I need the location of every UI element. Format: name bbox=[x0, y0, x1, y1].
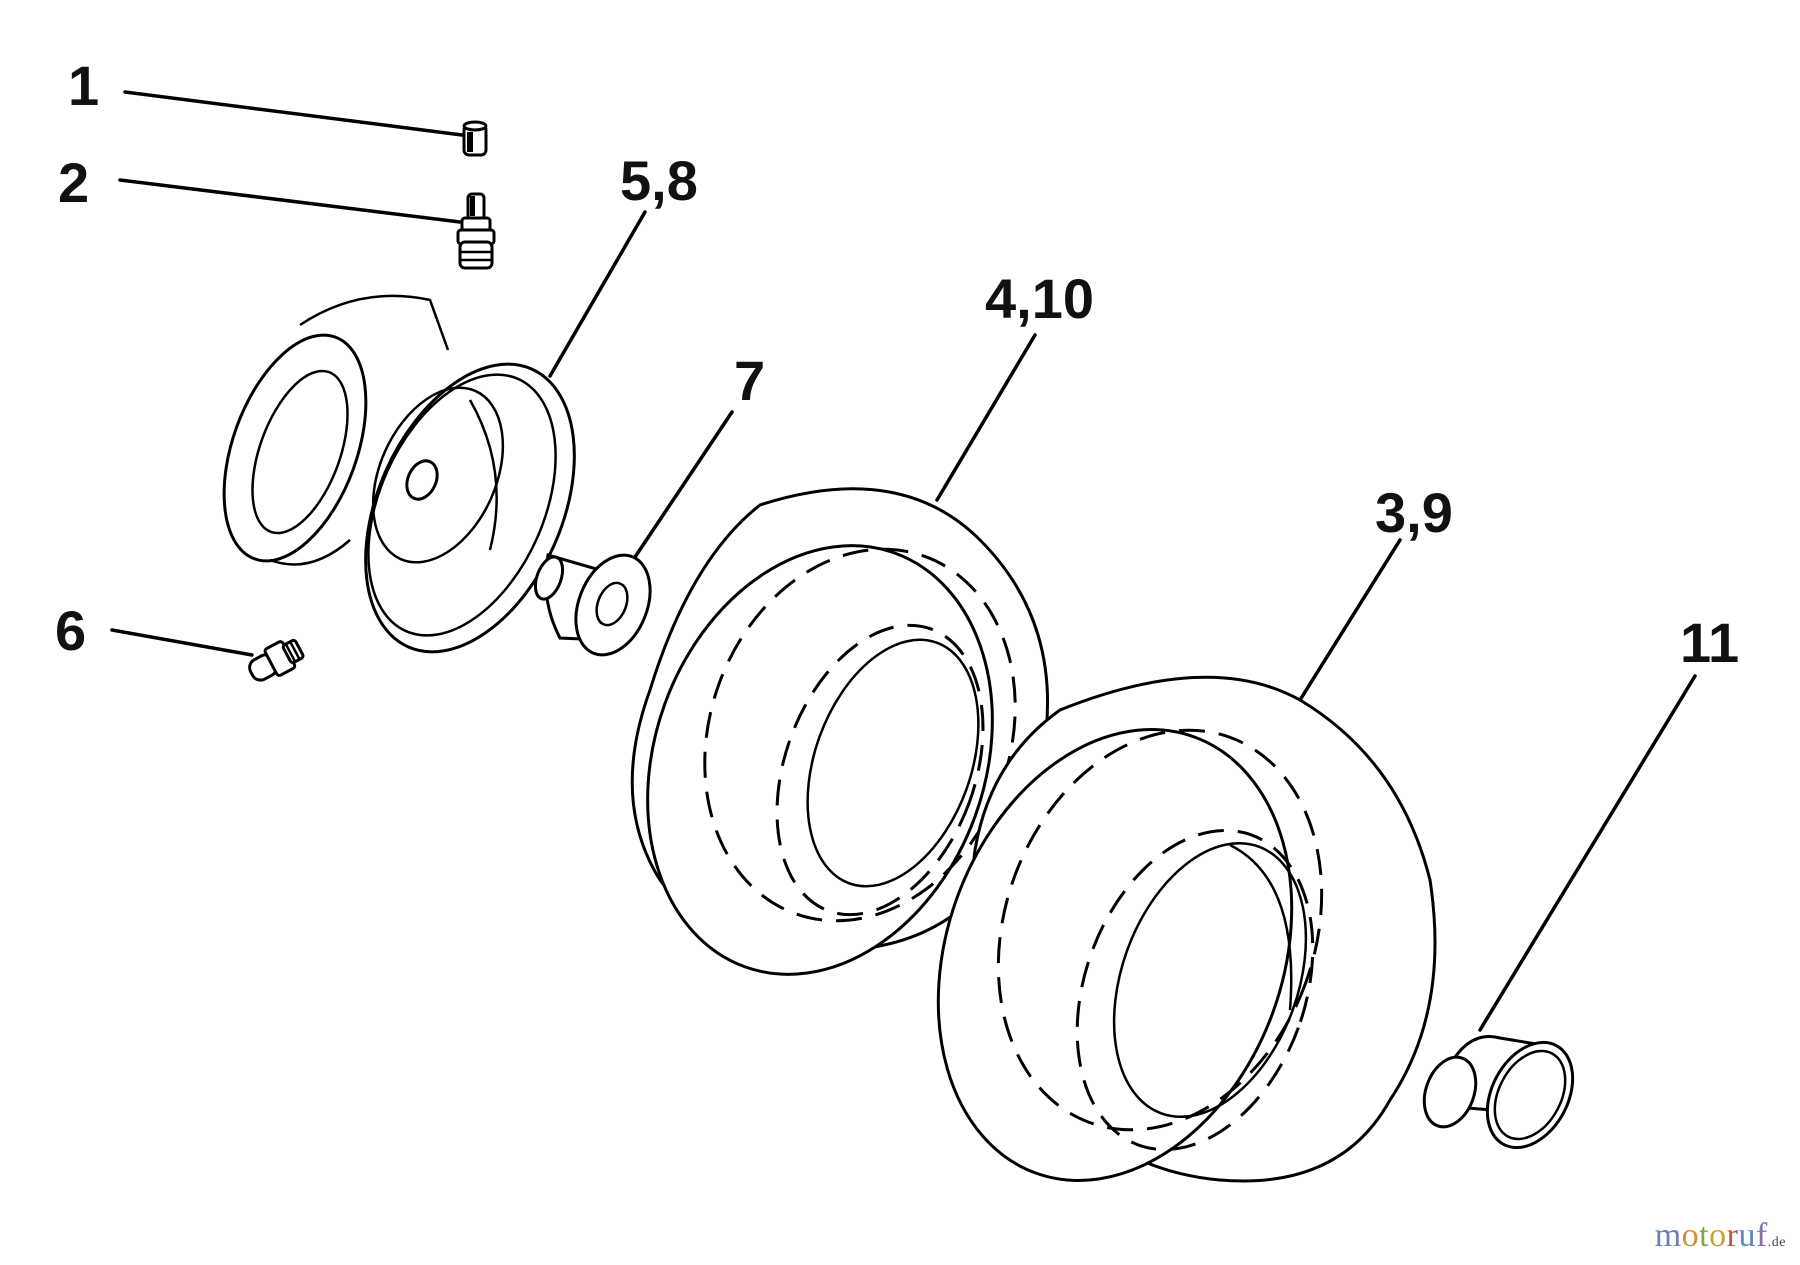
callout-2: 2 bbox=[58, 151, 89, 214]
watermark-letter: o bbox=[1709, 1217, 1727, 1254]
callout-4-10: 4,10 bbox=[985, 267, 1094, 330]
callout-11: 11 bbox=[1680, 611, 1739, 674]
callout-3-9: 3,9 bbox=[1375, 481, 1453, 544]
grease-fitting bbox=[248, 638, 305, 682]
watermark-letter: r bbox=[1726, 1217, 1739, 1254]
watermark-logo: motoruf.de bbox=[1655, 1217, 1786, 1255]
watermark-text: motoruf bbox=[1655, 1217, 1768, 1254]
watermark-letter: t bbox=[1699, 1217, 1710, 1254]
watermark-letter: o bbox=[1681, 1217, 1700, 1254]
valve-stem bbox=[456, 192, 496, 270]
watermark-letter: f bbox=[1755, 1217, 1768, 1254]
leader-lines bbox=[110, 90, 1697, 1032]
spacer-bushing bbox=[1422, 1035, 1575, 1150]
callout-7: 7 bbox=[734, 349, 765, 412]
callout-1: 1 bbox=[68, 54, 99, 117]
watermark-letter: m bbox=[1654, 1217, 1682, 1254]
watermark-tld: .de bbox=[1767, 1235, 1786, 1250]
tire-rear bbox=[936, 675, 1437, 1183]
valve-cap bbox=[462, 120, 488, 157]
callout-6: 6 bbox=[55, 599, 86, 662]
wheel-rim bbox=[222, 294, 576, 654]
flange-bushing bbox=[533, 553, 652, 657]
callout-5-8: 5,8 bbox=[620, 149, 698, 212]
tire-front bbox=[630, 487, 1050, 976]
watermark-letter: u bbox=[1738, 1217, 1756, 1254]
